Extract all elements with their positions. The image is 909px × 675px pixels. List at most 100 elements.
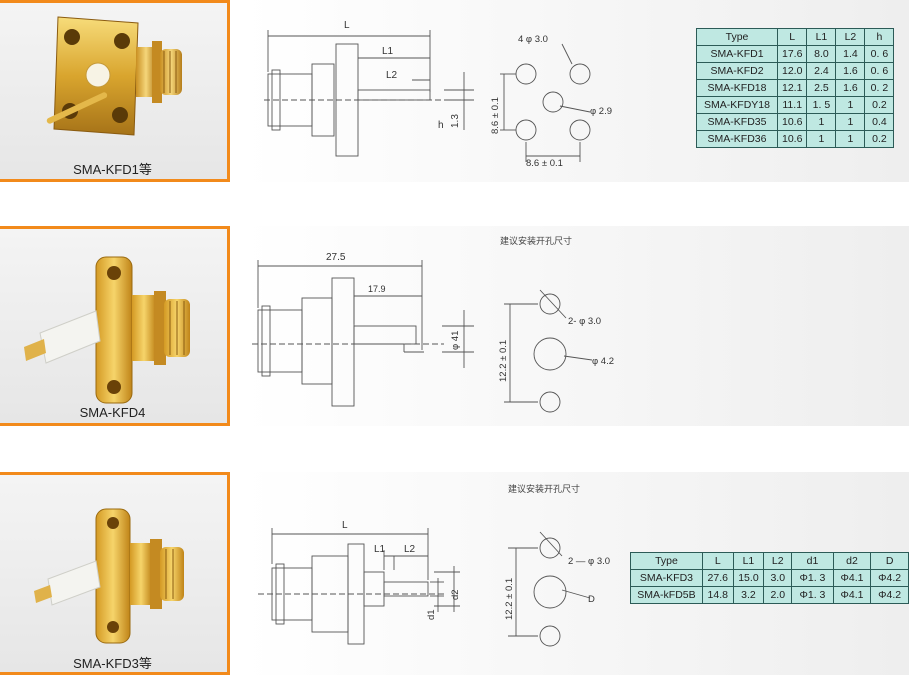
dim-pitch-h: 8.6 ± 0.1 bbox=[526, 158, 563, 169]
table-cell: Φ1. 3 bbox=[791, 569, 834, 587]
table-header: L bbox=[701, 552, 734, 570]
table-header: d1 bbox=[791, 552, 834, 570]
table-cell: 8.0 bbox=[806, 45, 837, 63]
table-cell: 15.0 bbox=[732, 569, 765, 587]
table-cell: SMA-kFD5B bbox=[630, 586, 703, 604]
table-cell: SMA-KFD2 bbox=[696, 62, 778, 80]
table-row: SMA-KFDY18 11.1 1. 5 1 0.2 bbox=[696, 96, 895, 114]
table-cell: 17.6 bbox=[776, 45, 808, 63]
dim-center-hole: φ 4.2 bbox=[592, 356, 614, 367]
dim-h: h bbox=[438, 120, 444, 131]
table-cell: 0. 6 bbox=[864, 45, 895, 63]
mounting-note: 建议安装开孔尺寸 bbox=[508, 483, 580, 494]
table-cell: Φ4.2 bbox=[870, 569, 909, 587]
product-photo-panel: SMA-KFD3等 bbox=[0, 472, 230, 675]
drawing-kfd4: 27.5 17.9 φ 41 建议安装开孔尺寸 2- φ 3.0 φ 4.2 1… bbox=[252, 235, 614, 413]
table-header: d2 bbox=[832, 552, 872, 570]
dim-pitch-v: 8.6 ± 0.1 bbox=[490, 97, 501, 134]
table-header: Type bbox=[630, 552, 703, 570]
drawing-kfd3: L L1 L2 d1 d2 建议安装开孔尺寸 2 — φ 3.0 D 12.2 … bbox=[258, 483, 610, 647]
dim-holes: 4 φ 3.0 bbox=[518, 34, 548, 45]
table-cell: SMA-KFD35 bbox=[696, 113, 778, 131]
dim-L2: L2 bbox=[386, 70, 398, 81]
table-cell: 11.1 bbox=[776, 96, 808, 114]
dim-L2: L2 bbox=[404, 544, 416, 555]
table-header-row: Type L L1 L2 h bbox=[696, 28, 895, 46]
table-cell: 2.5 bbox=[806, 79, 837, 97]
table-cell: SMA-KFD3 bbox=[630, 569, 703, 587]
table-cell: Φ1. 3 bbox=[791, 586, 834, 604]
drawing-kfd1: L L1 L2 h 1.3 4 φ 3.0 φ bbox=[264, 20, 612, 169]
table-cell: 0.2 bbox=[864, 96, 895, 114]
table-header: L bbox=[776, 28, 808, 46]
table-cell: 1 bbox=[835, 130, 866, 148]
product-caption: SMA-KFD4 bbox=[79, 405, 146, 420]
connector-photo-2hole bbox=[24, 256, 190, 404]
table-cell: 2.0 bbox=[763, 586, 793, 604]
dim-L1: L1 bbox=[382, 46, 394, 57]
product-caption: SMA-KFD1等 bbox=[73, 162, 152, 177]
product-photo-panel: SMA-KFD4 bbox=[0, 226, 230, 426]
technical-drawing-panel: L L1 L2 d1 d2 建议安装开孔尺寸 2 — φ 3.0 D 12.2 … bbox=[244, 472, 909, 675]
dim-L: L bbox=[342, 520, 348, 531]
table-cell: 0. 2 bbox=[864, 79, 895, 97]
table-cell: 2.4 bbox=[806, 62, 837, 80]
table-row: SMA-KFD1 17.6 8.0 1.4 0. 6 bbox=[696, 45, 895, 63]
product-row-1: SMA-KFD1等 L L1 bbox=[0, 0, 909, 182]
table-cell: SMA-KFD1 bbox=[696, 45, 778, 63]
table-header: L1 bbox=[806, 28, 837, 46]
technical-drawing-panel: 27.5 17.9 φ 41 建议安装开孔尺寸 2- φ 3.0 φ 4.2 1… bbox=[244, 226, 909, 426]
table-row: SMA-KFD35 10.6 1 1 0.4 bbox=[696, 113, 895, 131]
table-cell: 1 bbox=[806, 113, 837, 131]
table-cell: 1 bbox=[835, 113, 866, 131]
dim-holes: 2- φ 3.0 bbox=[568, 316, 601, 327]
table-cell: 14.8 bbox=[701, 586, 734, 604]
dim-pitch-v: 12.2 ± 0.1 bbox=[504, 578, 515, 620]
table-row: SMA-KFD36 10.6 1 1 0.2 bbox=[696, 130, 895, 148]
table-cell: SMA-KFD36 bbox=[696, 130, 778, 148]
table-header: L1 bbox=[732, 552, 765, 570]
table-row: SMA-kFD5B 14.8 3.2 2.0 Φ1. 3 Φ4.1 Φ4.2 bbox=[630, 586, 909, 604]
dim-d2: d2 bbox=[450, 589, 461, 600]
table-row: SMA-KFD3 27.6 15.0 3.0 Φ1. 3 Φ4.1 Φ4.2 bbox=[630, 569, 909, 587]
table-cell: 3.0 bbox=[763, 569, 793, 587]
table-cell: 1 bbox=[835, 96, 866, 114]
dim-d: φ 41 bbox=[450, 331, 461, 350]
table-header: L2 bbox=[763, 552, 793, 570]
product-caption: SMA-KFD3等 bbox=[73, 656, 152, 671]
table-header: D bbox=[870, 552, 909, 570]
dim-pitch-v: 12.2 ± 0.1 bbox=[498, 340, 509, 382]
table-cell: Φ4.1 bbox=[832, 586, 872, 604]
spec-table-kfd3: Type L L1 L2 d1 d2 D SMA-KFD3 27.6 15.0 … bbox=[630, 552, 909, 604]
dim-L1: L1 bbox=[374, 544, 386, 555]
table-cell: SMA-KFD18 bbox=[696, 79, 778, 97]
table-header: Type bbox=[696, 28, 778, 46]
table-cell: 12.1 bbox=[776, 79, 808, 97]
table-header: L2 bbox=[835, 28, 866, 46]
dim-center-hole: D bbox=[588, 594, 595, 605]
table-cell: 10.6 bbox=[776, 113, 808, 131]
table-row: SMA-KFD2 12.0 2.4 1.6 0. 6 bbox=[696, 62, 895, 80]
table-cell: 0.2 bbox=[864, 130, 895, 148]
table-cell: 1.4 bbox=[835, 45, 866, 63]
table-cell: Φ4.1 bbox=[832, 569, 872, 587]
product-photo-panel: SMA-KFD1等 bbox=[0, 0, 230, 182]
table-cell: 1.6 bbox=[835, 62, 866, 80]
dim-L1: 17.9 bbox=[368, 284, 386, 294]
product-row-2: SMA-KFD4 27.5 bbox=[0, 226, 909, 426]
connector-photo-2hole bbox=[34, 508, 184, 644]
table-cell: 0.4 bbox=[864, 113, 895, 131]
table-cell: 1.6 bbox=[835, 79, 866, 97]
table-cell: 3.2 bbox=[732, 586, 765, 604]
dim-L: 27.5 bbox=[326, 252, 346, 263]
connector-photo-4hole bbox=[46, 16, 182, 136]
mounting-note: 建议安装开孔尺寸 bbox=[500, 235, 572, 246]
table-cell: SMA-KFDY18 bbox=[696, 96, 778, 114]
dim-d1: d1 bbox=[426, 609, 437, 620]
spec-table-kfd1: Type L L1 L2 h SMA-KFD1 17.6 8.0 1.4 0. … bbox=[696, 28, 895, 148]
dim-L: L bbox=[344, 20, 350, 31]
table-cell: 0. 6 bbox=[864, 62, 895, 80]
dim-h-value: 1.3 bbox=[450, 114, 461, 128]
table-header: h bbox=[864, 28, 895, 46]
table-cell: 10.6 bbox=[776, 130, 808, 148]
